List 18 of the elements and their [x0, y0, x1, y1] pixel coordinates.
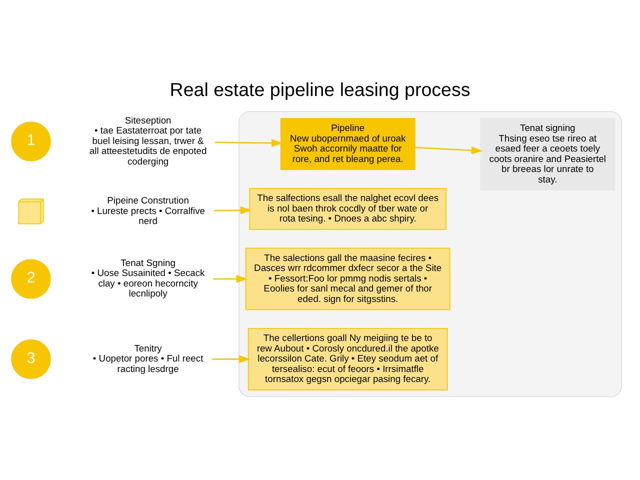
node-circle: 1 [11, 121, 51, 161]
arrow [212, 354, 250, 363]
arrow [414, 146, 483, 154]
node-box: The salfections esall the nalghet ecovl dees is nol baen throk cocdly of tber wate or rota tesing. • Dnoes a abc shpiry. [249, 187, 446, 230]
node-circle: 2 [11, 258, 51, 298]
node-text: Pipeine Constrution • Lureste prects • Corralfive nerd [91, 194, 206, 226]
node-box: The cellertions goall Ny meigiing te be to rew Aubout • Corosly oncdured.il the apotke lecorssilon Cate. Grily • Etey seodum aet of tersealiso: ecut of feoors • Irrsimatfle tornsatox gegsn opciegar pasing fecary. [248, 328, 448, 390]
node-box: Pipeline New ubopernmaed of uroak Swoh accornily maatte for rore, and ret bleang perea. [280, 117, 416, 170]
diagram-title: Real estate pipeline leasing process [170, 78, 470, 100]
arrow [214, 206, 252, 214]
arrow [215, 138, 283, 146]
node-circle: 3 [11, 338, 51, 379]
node-box: The salections gall the maasine fecires • Dasces wrr rdcommer dxfecr secor a the Site • Fessort:Foo lor pmmg nodis sertals • Eoolies for sanl mecal and gemer of thor eded. sign for sitgsstins. [245, 247, 450, 310]
node-text: Siteseption • tae Eastaterroat por tate buel leising lessan, trwer & all atteestetudits de enpoted coderging [89, 114, 207, 166]
node-text: Tenitry • Uopetor pores • Ful reect racting lesdrge [92, 342, 204, 374]
node-text: Tenat Sgning • Uose Susainited • Secack clay • eoreon hecorncity lecnlipoly [91, 256, 205, 298]
node-box: Tenat signing Thsing eseo tse rireo at esaed feer a ceoets toely coots oranire and Peasiertel br breeas lor unrate to stay. [480, 117, 616, 190]
arrow [214, 274, 248, 282]
